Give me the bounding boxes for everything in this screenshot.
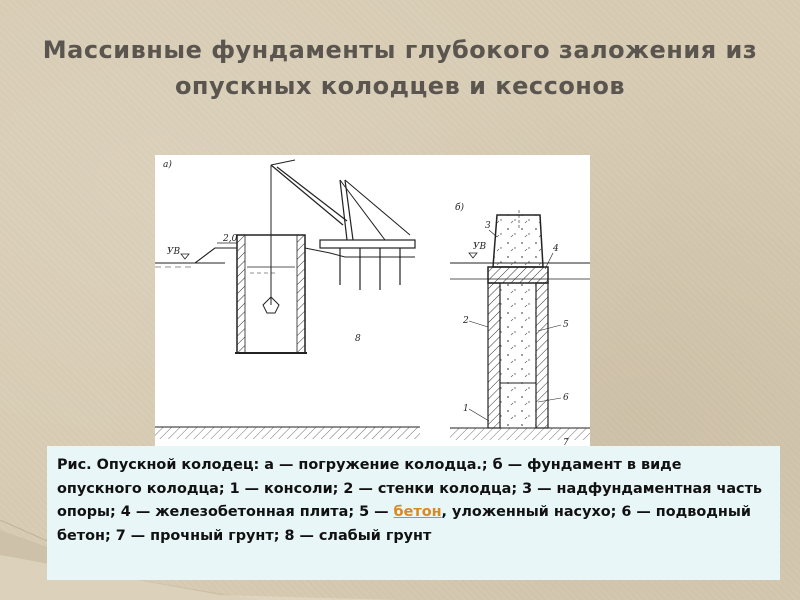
callout-1: 1 bbox=[463, 404, 469, 414]
callout-7: 7 bbox=[563, 438, 569, 448]
callout-5: 5 bbox=[563, 320, 569, 330]
panel-a-label: а) bbox=[163, 159, 172, 170]
callout-8: 8 bbox=[355, 334, 361, 344]
water-level-a: УВ bbox=[167, 247, 181, 257]
figure-caption: Рис. Опускной колодец: а — погружение ко… bbox=[57, 454, 770, 548]
well-diagram: а) УВ 2,0 bbox=[155, 155, 590, 450]
panel-b-label: б) bbox=[455, 202, 464, 213]
callout-6: 6 bbox=[563, 393, 569, 403]
callout-4: 4 bbox=[552, 244, 559, 254]
callout-2: 2 bbox=[462, 316, 469, 326]
concrete-link[interactable]: бетон bbox=[393, 504, 442, 521]
slide-title: Массивные фундаменты глубокого заложения… bbox=[42, 36, 758, 100]
level-value: 2,0 bbox=[222, 234, 238, 244]
caption-text-end: , уложенный насухо; 6 — подводный бетон;… bbox=[57, 504, 751, 544]
caption-box: Рис. Опускной колодец: а — погружение ко… bbox=[47, 446, 780, 580]
water-level-b: УВ bbox=[473, 242, 487, 252]
caption-text-start: Рис. Опускной колодец: а — погружение ко… bbox=[57, 457, 763, 521]
callout-3: 3 bbox=[485, 221, 491, 231]
diagram-drawing: а) УВ 2,0 bbox=[155, 159, 590, 448]
